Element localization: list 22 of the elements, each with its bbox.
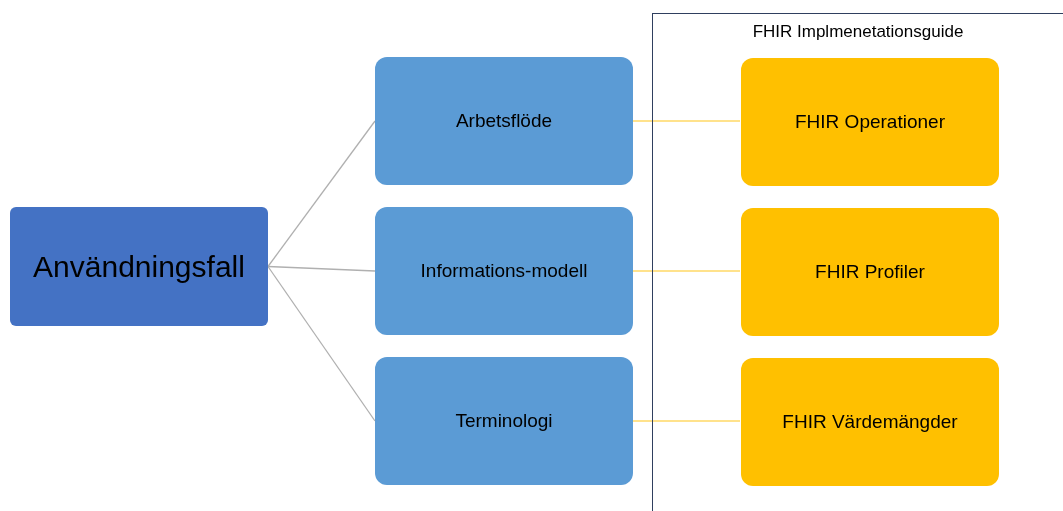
use-case-box xyxy=(10,207,268,326)
process-box xyxy=(741,58,999,186)
process-box xyxy=(375,207,633,335)
box-label: Informations-modell xyxy=(420,260,588,282)
process-box xyxy=(375,357,633,485)
box-label: FHIR Värdemängder xyxy=(782,411,958,433)
process-box xyxy=(741,358,999,486)
connector-line xyxy=(632,270,741,272)
group-title: FHIR Implmenetationsguide xyxy=(752,22,964,42)
process-box xyxy=(741,208,999,336)
process-box xyxy=(375,57,633,185)
box-label: Arbetsflöde xyxy=(455,110,553,132)
connector-line xyxy=(632,120,741,122)
box-label: Terminologi xyxy=(455,410,553,432)
box-label: FHIR Profiler xyxy=(815,261,925,283)
connector-line xyxy=(267,265,376,422)
box-label: FHIR Operationer xyxy=(795,111,945,133)
group-frame xyxy=(652,13,1063,511)
connector-line xyxy=(632,420,741,422)
connector-line xyxy=(267,265,376,272)
connector-line xyxy=(267,120,376,268)
box-label: Användningsfall xyxy=(33,249,245,284)
